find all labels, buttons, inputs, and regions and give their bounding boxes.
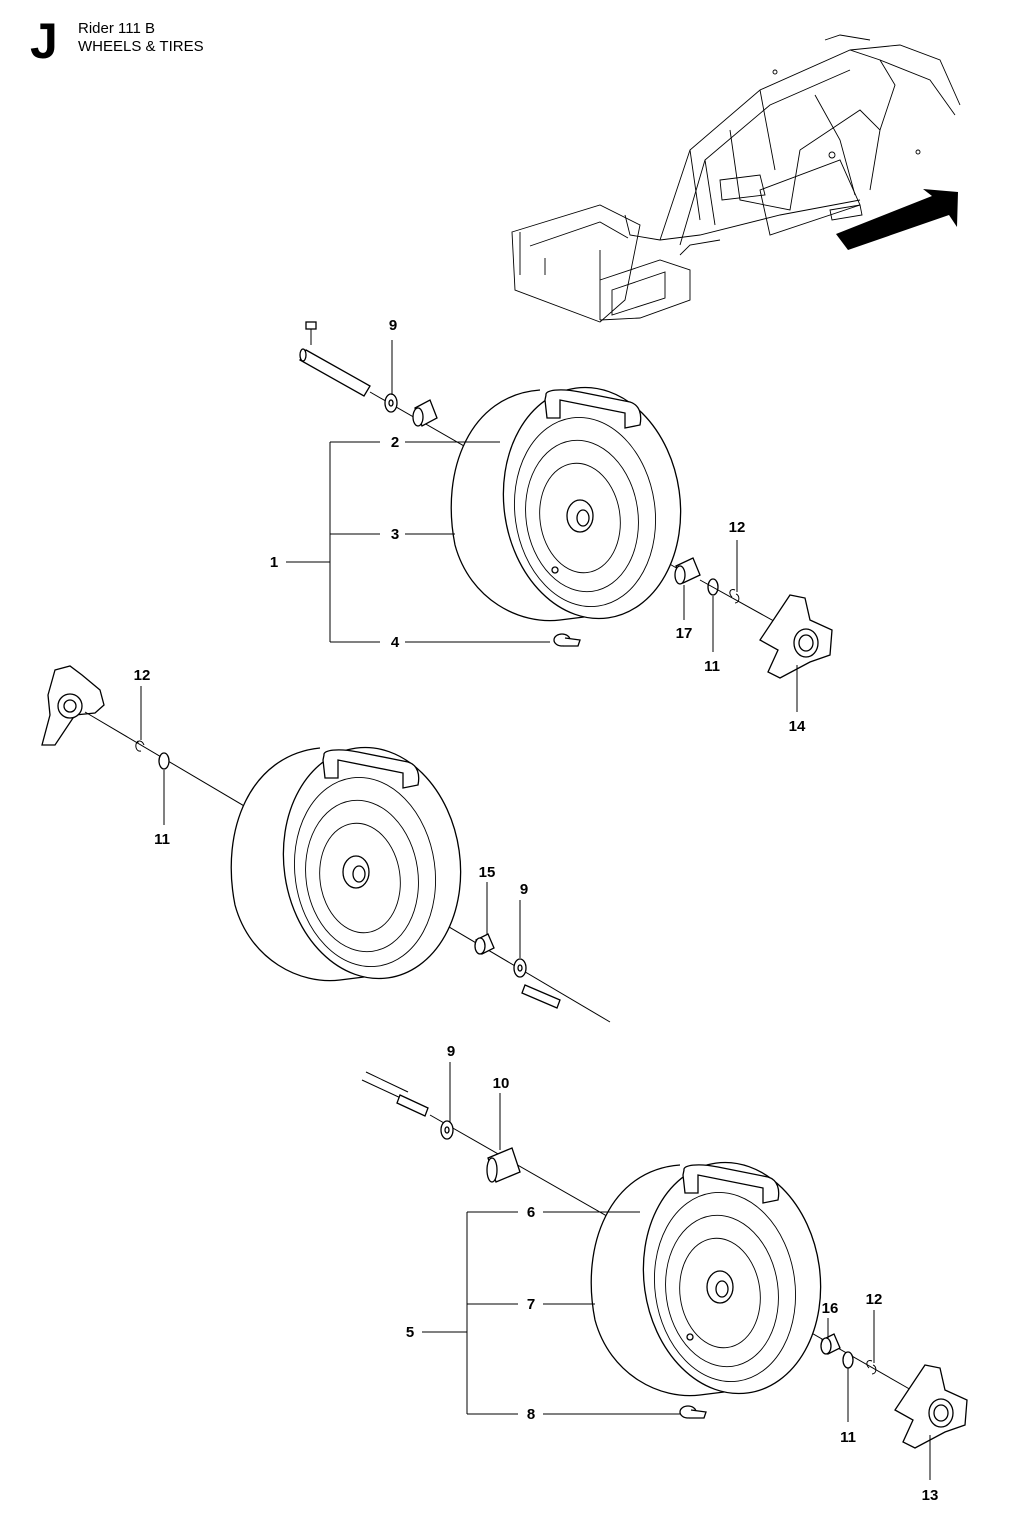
wheel-tire-icon (230, 746, 462, 982)
clip-icon (729, 589, 740, 604)
callout-11: 11 (154, 831, 170, 848)
rear-wheel-group (361, 1062, 968, 1480)
callout-4: 4 (391, 634, 400, 651)
callout-16: 16 (822, 1300, 839, 1317)
hub-cap-icon (759, 594, 833, 679)
spacer-icon (474, 933, 495, 955)
valve-stem-icon (679, 1405, 707, 1419)
callout-5: 5 (406, 1324, 414, 1341)
tractor-frame-overview (511, 34, 961, 323)
callout-14: 14 (789, 718, 806, 735)
wheel-tire-icon (590, 1161, 822, 1397)
callout-3: 3 (391, 526, 399, 543)
callout-17: 17 (676, 625, 693, 642)
callout-6: 6 (527, 1204, 535, 1221)
callout-9: 9 (389, 317, 397, 334)
bushing-icon (486, 1147, 521, 1183)
callout-1: 1 (270, 554, 278, 571)
bushing-icon (412, 399, 438, 427)
callout-10: 10 (493, 1075, 510, 1092)
hub-cap-icon (41, 665, 105, 746)
callout-11: 11 (704, 658, 720, 675)
section-letter: J (30, 13, 58, 69)
callout-8: 8 (527, 1406, 535, 1423)
direction-arrow (836, 189, 958, 250)
callout-12: 12 (729, 519, 746, 536)
header: J Rider 111 B WHEELS & TIRES (0, 0, 400, 80)
clip-icon (135, 740, 145, 752)
washer-icon (158, 752, 170, 770)
callout-13: 13 (922, 1487, 939, 1504)
callout-15: 15 (479, 864, 496, 881)
section-title: WHEELS & TIRES (78, 38, 204, 55)
washer-icon (842, 1351, 854, 1369)
callout-9: 9 (447, 1043, 455, 1060)
callout-12: 12 (134, 667, 151, 684)
callout-9: 9 (520, 881, 528, 898)
hub-cap-icon (894, 1364, 968, 1449)
model-name: Rider 111 B (78, 20, 155, 37)
wheel-tire-icon (450, 386, 682, 622)
callout-11: 11 (840, 1429, 856, 1446)
valve-stem-icon (553, 633, 581, 647)
axle-bolt (299, 321, 371, 397)
spacer-icon (820, 1333, 841, 1355)
axle-key-icon (396, 1094, 429, 1117)
front-wheel-left-group (41, 665, 611, 1023)
spacer-icon (674, 557, 701, 585)
callout-7: 7 (527, 1296, 535, 1313)
callout-12: 12 (866, 1291, 883, 1308)
callout-2: 2 (391, 434, 399, 451)
callout-labels: 9 2 3 1 4 12 17 11 14 12 11 15 9 9 10 6 … (134, 317, 939, 1504)
clip-icon (866, 1360, 877, 1375)
axle-bolt (521, 984, 561, 1009)
front-wheel-right-group (286, 321, 833, 712)
